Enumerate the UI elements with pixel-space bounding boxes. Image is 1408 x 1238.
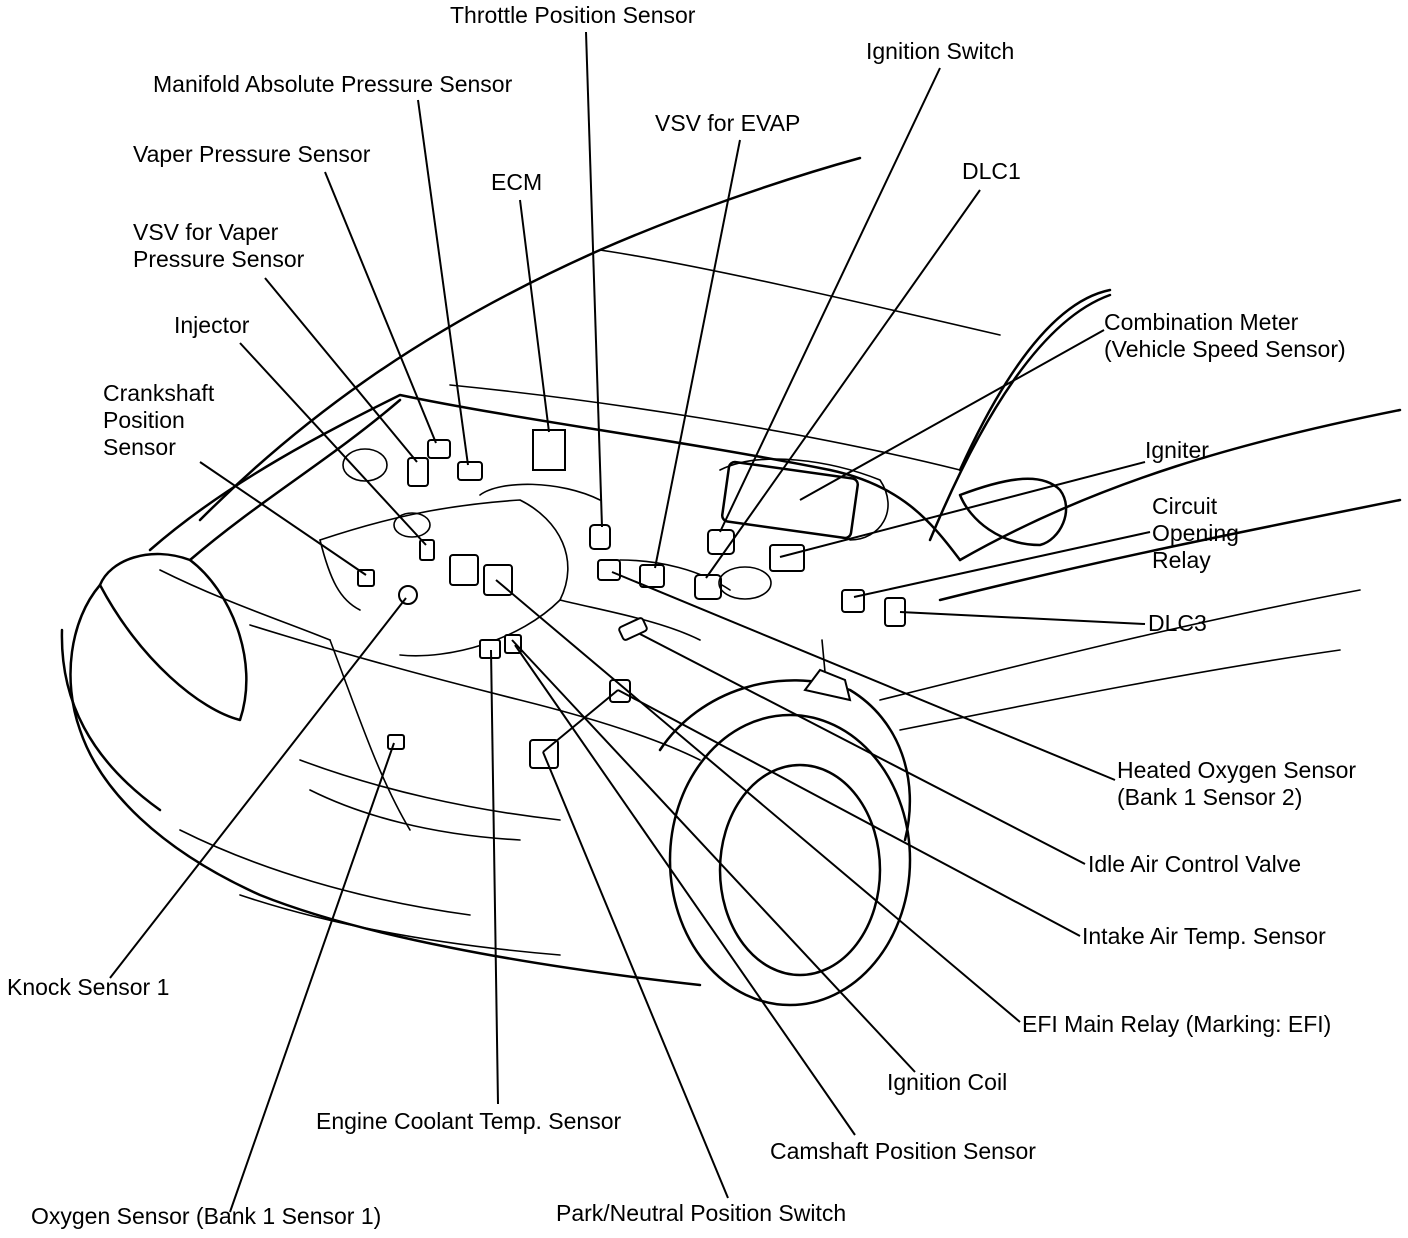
- leader-efi-main-relay: [495, 579, 1021, 1023]
- throttle-sensor-part: [589, 524, 611, 550]
- leader-oxygen-sensor-bank1-sensor1: [229, 742, 395, 1213]
- label-ignition-coil: Ignition Coil: [887, 1069, 1008, 1095]
- label-throttle-position-sensor: Throttle Position Sensor: [450, 2, 696, 28]
- circuit-opening-relay-part: [841, 589, 865, 613]
- label-ecm: ECM: [491, 169, 543, 195]
- label-knock-sensor-1: Knock Sensor 1: [7, 974, 170, 1000]
- injector-part: [419, 539, 435, 561]
- label-efi-main-relay: EFI Main Relay (Marking: EFI): [1022, 1011, 1332, 1037]
- leader-dlc3: [899, 611, 1146, 625]
- leader-ecm: [519, 199, 550, 433]
- leader-circuit-opening-relay: [853, 531, 1151, 598]
- leader-heated-oxygen-sensor: [611, 571, 1116, 781]
- leader-knock-sensor-1: [109, 597, 407, 979]
- iac-valve-part: [597, 559, 621, 581]
- label-circuit-opening-line2: Opening: [1152, 520, 1239, 546]
- coolant-sensor-part: [479, 639, 501, 659]
- label-crankshaft-line1: Crankshaft: [103, 380, 215, 406]
- heated-oxygen-part: [803, 668, 852, 702]
- label-park-neutral-position-switch: Park/Neutral Position Switch: [556, 1200, 847, 1226]
- leader-camshaft-position-sensor: [514, 644, 856, 1136]
- intake-air-sensor-part: [618, 617, 648, 641]
- coil-part-1: [449, 554, 479, 586]
- label-igniter: Igniter: [1145, 437, 1209, 463]
- label-engine-coolant-temp-sensor: Engine Coolant Temp. Sensor: [316, 1108, 622, 1134]
- leader-intake-air-temp-sensor: [617, 689, 1081, 937]
- leader-dlc1: [705, 189, 981, 579]
- leader-lines: [109, 31, 1151, 1213]
- label-heated-oxygen-line2: (Bank 1 Sensor 2): [1117, 784, 1303, 810]
- dlc1-part: [694, 574, 722, 600]
- label-idle-air-control-valve: Idle Air Control Valve: [1088, 851, 1302, 877]
- leader-crankshaft-position-sensor: [199, 461, 367, 576]
- vsv-vaper-part: [407, 457, 429, 487]
- leader-idle-air-control-valve: [639, 633, 1086, 865]
- label-oxygen-sensor-bank1-sensor1: Oxygen Sensor (Bank 1 Sensor 1): [31, 1203, 382, 1229]
- label-intake-air-temp-sensor: Intake Air Temp. Sensor: [1082, 923, 1326, 949]
- leader-injector: [239, 342, 427, 546]
- vsv-evap-part: [639, 564, 665, 588]
- leader-manifold-absolute-pressure-sensor: [417, 99, 469, 466]
- ignition-switch-part: [707, 529, 735, 555]
- leader-ignition-coil: [511, 639, 916, 1073]
- map-sensor-part: [457, 461, 483, 481]
- label-circuit-opening-line1: Circuit: [1152, 493, 1218, 519]
- label-vsv-vaper-line1: VSV for Vaper: [133, 219, 279, 245]
- knock-sensor-part: [398, 585, 418, 605]
- label-vsv-for-evap: VSV for EVAP: [655, 110, 801, 136]
- ecm-box: [532, 429, 566, 471]
- label-manifold-absolute-pressure-sensor: Manifold Absolute Pressure Sensor: [153, 71, 513, 97]
- label-dlc1: DLC1: [962, 158, 1021, 184]
- label-vsv-vaper-line2: Pressure Sensor: [133, 246, 305, 272]
- leader-park-neutral-position-switch: [542, 751, 729, 1199]
- leader-engine-coolant-temp-sensor: [490, 649, 499, 1105]
- label-ignition-switch: Ignition Switch: [866, 38, 1015, 64]
- oxygen-sensor-part: [387, 734, 405, 750]
- label-crankshaft-line2: Position: [103, 407, 185, 433]
- label-circuit-opening-line3: Relay: [1152, 547, 1211, 573]
- label-dlc3: DLC3: [1148, 610, 1207, 636]
- component-parts: [357, 429, 906, 769]
- label-crankshaft-line3: Sensor: [103, 434, 176, 460]
- label-combination-meter-line1: Combination Meter: [1104, 309, 1299, 335]
- crankshaft-sensor-part: [357, 569, 375, 587]
- leader-vsv-for-evap: [654, 139, 741, 569]
- igniter-part: [769, 544, 805, 572]
- leader-combination-meter: [799, 329, 1105, 501]
- label-camshaft-position-sensor: Camshaft Position Sensor: [770, 1138, 1036, 1164]
- label-injector: Injector: [174, 312, 250, 338]
- leader-vsv-for-vaper-pressure-sensor: [264, 277, 418, 463]
- label-heated-oxygen-line1: Heated Oxygen Sensor: [1117, 757, 1357, 783]
- leader-park-neutral-to-relay: [542, 689, 619, 753]
- leader-ignition-switch: [719, 67, 941, 533]
- car-body-outline: [60, 156, 1402, 1007]
- vaper-sensor-part: [427, 439, 451, 459]
- leader-throttle-position-sensor: [585, 31, 603, 528]
- label-vaper-pressure-sensor: Vaper Pressure Sensor: [133, 141, 371, 167]
- label-combination-meter-line2: (Vehicle Speed Sensor): [1104, 336, 1346, 362]
- leader-igniter: [779, 461, 1146, 558]
- leader-vaper-pressure-sensor: [324, 171, 437, 444]
